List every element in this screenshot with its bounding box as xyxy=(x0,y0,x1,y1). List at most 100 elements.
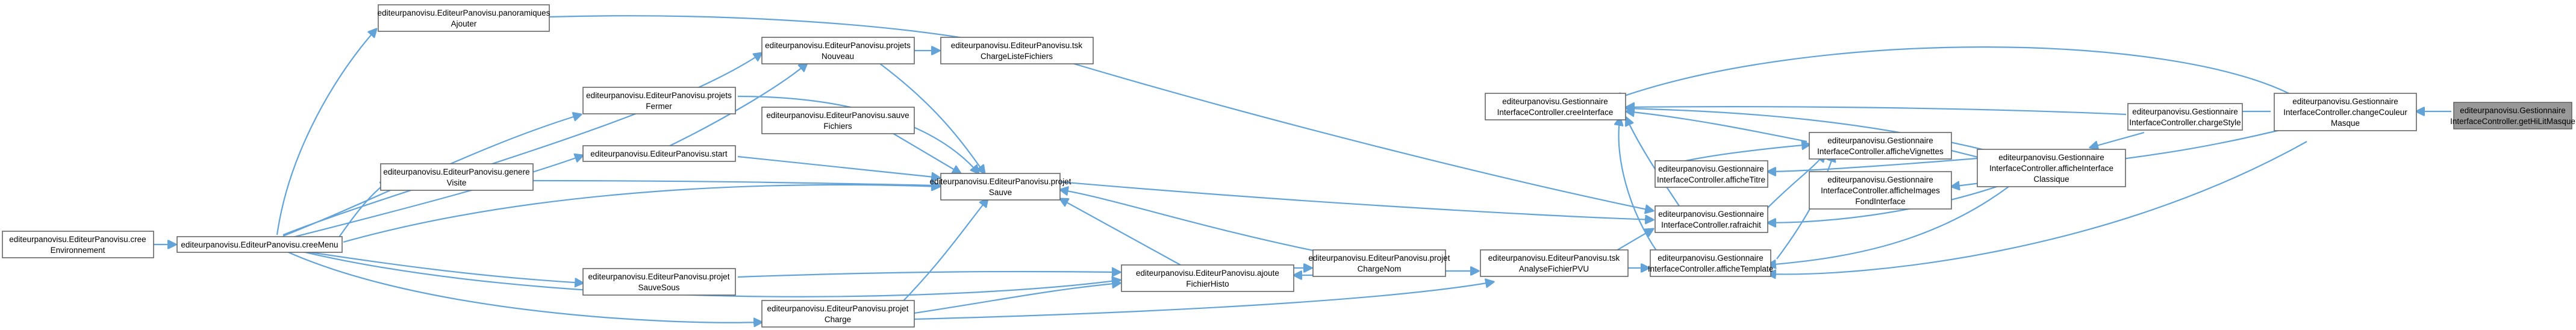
node-gi-gethilitmasque[interactable]: editeurpanovisu.Gestionnaire InterfaceCo… xyxy=(2450,102,2575,129)
node-projet-charge[interactable]: editeurpanovisu.EditeurPanovisu.projet C… xyxy=(761,300,915,328)
node-tsk-chargelistefichiers[interactable]: editeurpanovisu.EditeurPanovisu.tsk Char… xyxy=(940,37,1094,64)
svg-text:editeurpanovisu.EditeurPanovis: editeurpanovisu.EditeurPanovisu.cree xyxy=(9,235,146,244)
svg-text:editeurpanovisu.EditeurPanovis: editeurpanovisu.EditeurPanovisu.panorami… xyxy=(378,8,550,17)
svg-text:SauveSous: SauveSous xyxy=(638,283,679,292)
svg-text:InterfaceController.changeCoul: InterfaceController.changeCouleur xyxy=(2283,108,2407,117)
node-gi-chargestyle[interactable]: editeurpanovisu.Gestionnaire InterfaceCo… xyxy=(2127,103,2243,131)
node-gi-affichetemplate[interactable]: editeurpanovisu.Gestionnaire InterfaceCo… xyxy=(1648,249,1773,277)
edge-fichiers-sauve xyxy=(891,132,961,173)
svg-text:editeurpanovisu.EditeurPanovis: editeurpanovisu.EditeurPanovisu.projet xyxy=(588,272,730,281)
node-projets-nouveau[interactable]: editeurpanovisu.EditeurPanovisu.projets … xyxy=(761,37,915,64)
svg-text:AnalyseFichierPVU: AnalyseFichierPVU xyxy=(1519,264,1589,273)
node-projet-sauvesous[interactable]: editeurpanovisu.EditeurPanovisu.projet S… xyxy=(582,268,736,296)
edge-chargenom-sauve xyxy=(1060,190,1326,254)
node-projet-chargenom[interactable]: editeurpanovisu.EditeurPanovisu.projet C… xyxy=(1309,249,1450,277)
svg-text:Visite: Visite xyxy=(447,178,467,187)
edge-chargestyle-creeinterface xyxy=(1626,107,2127,116)
edge-creemenu-start xyxy=(282,155,583,241)
edge-start-sauve xyxy=(737,155,940,178)
svg-text:editeurpanovisu.Gestionnaire: editeurpanovisu.Gestionnaire xyxy=(1658,254,1764,263)
node-panoramiques-ajouter[interactable]: editeurpanovisu.EditeurPanovisu.panorami… xyxy=(378,4,550,32)
edge-chargestyle-classique xyxy=(2090,131,2145,148)
svg-text:editeurpanovisu.EditeurPanovis: editeurpanovisu.EditeurPanovisu.ajoute xyxy=(1136,269,1279,278)
edge-rafraichit-creeinterface xyxy=(1626,117,1681,208)
svg-text:editeurpanovisu.EditeurPanovis: editeurpanovisu.EditeurPanovisu.projet xyxy=(1309,254,1450,263)
svg-text:FondInterface: FondInterface xyxy=(1855,197,1905,206)
svg-text:editeurpanovisu.Gestionnaire: editeurpanovisu.Gestionnaire xyxy=(1827,136,1933,145)
svg-text:editeurpanovisu.Gestionnaire: editeurpanovisu.Gestionnaire xyxy=(2460,106,2566,115)
edge-titre-vignettes xyxy=(1677,145,1810,164)
svg-text:Nouveau: Nouveau xyxy=(822,52,854,61)
node-gi-affichetitre[interactable]: editeurpanovisu.Gestionnaire InterfaceCo… xyxy=(1654,160,1768,188)
svg-text:editeurpanovisu.Gestionnaire: editeurpanovisu.Gestionnaire xyxy=(2132,107,2238,116)
svg-text:Ajouter: Ajouter xyxy=(451,19,477,28)
svg-text:ChargeListeFichiers: ChargeListeFichiers xyxy=(981,52,1053,61)
node-ajoute-fichierhisto[interactable]: editeurpanovisu.EditeurPanovisu.ajoute F… xyxy=(1121,264,1294,292)
svg-text:Sauve: Sauve xyxy=(989,188,1012,197)
svg-text:Classique: Classique xyxy=(2033,175,2069,184)
svg-text:editeurpanovisu.Gestionnaire: editeurpanovisu.Gestionnaire xyxy=(1827,175,1933,184)
edge-template-creeinterface xyxy=(1619,117,1663,260)
node-start[interactable]: editeurpanovisu.EditeurPanovisu.start xyxy=(582,145,736,162)
edge-creemenu-ajoute xyxy=(282,246,1120,297)
edge-charge-ajoute xyxy=(914,283,1120,314)
svg-text:editeurpanovisu.Gestionnaire: editeurpanovisu.Gestionnaire xyxy=(2292,97,2398,106)
edge-sauvesous-ajoute xyxy=(737,272,1120,278)
edge-genere-sauve xyxy=(532,179,940,185)
edge-ajoute-sauve xyxy=(1060,199,1181,266)
svg-text:editeurpanovisu.EditeurPanovis: editeurpanovisu.EditeurPanovisu.start xyxy=(590,149,728,158)
node-gi-afficheinterfaceclassique[interactable]: editeurpanovisu.Gestionnaire InterfaceCo… xyxy=(1977,149,2126,187)
node-genere-visite[interactable]: editeurpanovisu.EditeurPanovisu.genere V… xyxy=(380,163,534,191)
svg-text:editeurpanovisu.EditeurPanovis: editeurpanovisu.EditeurPanovisu.sauve xyxy=(766,111,909,120)
svg-text:Masque: Masque xyxy=(2331,119,2360,128)
node-gi-changecouleurmasque[interactable]: editeurpanovisu.Gestionnaire InterfaceCo… xyxy=(2274,93,2417,131)
edge-creemenu-panoramiques xyxy=(276,29,376,235)
svg-text:editeurpanovisu.EditeurPanovis: editeurpanovisu.EditeurPanovisu.projets xyxy=(586,91,732,100)
svg-text:InterfaceController.afficheTem: InterfaceController.afficheTemplate xyxy=(1648,264,1773,273)
node-tsk-analysefichierpvu[interactable]: editeurpanovisu.EditeurPanovisu.tsk Anal… xyxy=(1480,249,1629,277)
svg-text:editeurpanovisu.Gestionnaire: editeurpanovisu.Gestionnaire xyxy=(1502,97,1608,106)
svg-text:editeurpanovisu.EditeurPanovis: editeurpanovisu.EditeurPanovisu.projets xyxy=(765,41,911,50)
node-sauve-fichiers[interactable]: editeurpanovisu.EditeurPanovisu.sauve Fi… xyxy=(761,107,915,134)
svg-text:Environnement: Environnement xyxy=(51,246,105,255)
edge-classique-template xyxy=(1768,186,2009,265)
svg-text:InterfaceController.rafraichit: InterfaceController.rafraichit xyxy=(1661,220,1761,229)
node-projets-fermer[interactable]: editeurpanovisu.EditeurPanovisu.projets … xyxy=(582,87,736,114)
node-gi-rafraichit[interactable]: editeurpanovisu.Gestionnaire InterfaceCo… xyxy=(1654,205,1768,233)
edge-classique-rafraichit xyxy=(1768,182,2006,223)
node-gi-creeinterface[interactable]: editeurpanovisu.Gestionnaire InterfaceCo… xyxy=(1485,93,1626,120)
svg-text:ChargeNom: ChargeNom xyxy=(1358,264,1402,273)
svg-text:editeurpanovisu.Gestionnaire: editeurpanovisu.Gestionnaire xyxy=(1658,210,1764,219)
node-gi-affichevignettes[interactable]: editeurpanovisu.Gestionnaire InterfaceCo… xyxy=(1809,132,1952,160)
svg-text:InterfaceController.getHiLitMa: InterfaceController.getHiLitMasque xyxy=(2450,117,2575,126)
edge-charge-sauve xyxy=(891,199,988,314)
node-cree-environnement[interactable]: editeurpanovisu.EditeurPanovisu.cree Env… xyxy=(2,231,154,258)
svg-text:editeurpanovisu.Gestionnaire: editeurpanovisu.Gestionnaire xyxy=(1658,164,1764,173)
edge-changecouleur-creeinterface xyxy=(1614,46,2295,99)
svg-text:editeurpanovisu.EditeurPanovis: editeurpanovisu.EditeurPanovisu.projet xyxy=(767,304,909,313)
node-gi-afficheimagesfond[interactable]: editeurpanovisu.Gestionnaire InterfaceCo… xyxy=(1809,171,1952,210)
node-creemenu[interactable]: editeurpanovisu.EditeurPanovisu.creeMenu xyxy=(176,236,343,253)
svg-text:editeurpanovisu.EditeurPanovis: editeurpanovisu.EditeurPanovisu.tsk xyxy=(951,41,1083,50)
node-projet-sauve[interactable]: editeurpanovisu.EditeurPanovisu.projet S… xyxy=(930,173,1071,201)
svg-text:InterfaceController.chargeStyl: InterfaceController.chargeStyle xyxy=(2129,118,2241,127)
edge-tsk-rafraichit xyxy=(1071,62,1653,211)
edge-charge-analyse xyxy=(914,282,1494,320)
edge-nouveau-sauve xyxy=(879,63,985,173)
edge-creemenu-projet-sauve xyxy=(343,185,940,243)
edge-changecouleur-template xyxy=(1768,141,2307,274)
svg-text:InterfaceController.afficheIma: InterfaceController.afficheImages xyxy=(1821,186,1940,195)
svg-text:editeurpanovisu.EditeurPanovis: editeurpanovisu.EditeurPanovisu.creeMenu xyxy=(181,240,338,249)
edge-vignettes-creeinterface xyxy=(1626,111,1807,143)
svg-text:editeurpanovisu.EditeurPanovis: editeurpanovisu.EditeurPanovisu.projet xyxy=(930,177,1071,186)
svg-text:editeurpanovisu.EditeurPanovis: editeurpanovisu.EditeurPanovisu.genere xyxy=(383,167,529,176)
svg-text:editeurpanovisu.EditeurPanovis: editeurpanovisu.EditeurPanovisu.tsk xyxy=(1488,254,1620,263)
svg-text:InterfaceController.afficheInt: InterfaceController.afficheInterface xyxy=(1989,164,2113,173)
edge-sauve-rafraichit xyxy=(1059,181,1653,220)
edge-classique-titre xyxy=(1768,155,2000,172)
graph-nodes: editeurpanovisu.EditeurPanovisu.panorami… xyxy=(2,4,2575,328)
edge-panoramiques-tsk xyxy=(549,15,1003,45)
svg-text:InterfaceController.afficheVig: InterfaceController.afficheVignettes xyxy=(1817,147,1944,156)
edge-creemenu-sauvesous xyxy=(282,247,583,283)
